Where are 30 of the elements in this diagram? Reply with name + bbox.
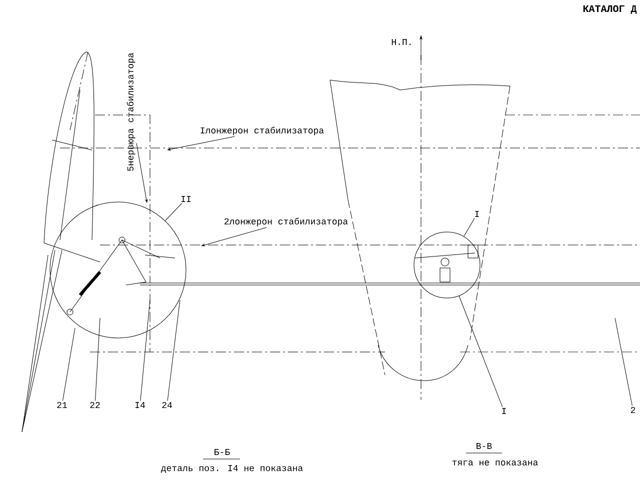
detail-circle [414, 232, 480, 298]
callout-label: 24 [162, 402, 172, 408]
callout-label: Iлонжерон стабилизатора [200, 126, 324, 136]
callout-label: I [502, 408, 506, 414]
note-text: В-В [476, 443, 492, 449]
note-text: тяга не показана [452, 460, 538, 466]
leader-line [95, 318, 100, 401]
leader-line [458, 296, 503, 408]
leader-line [140, 300, 150, 402]
note-text: Н.П. [392, 39, 411, 45]
detail-circle [50, 202, 186, 338]
leader-line [614, 318, 632, 406]
callout-label: 2лонжерон стабилизатора [224, 218, 348, 226]
callout-label: II [182, 196, 190, 202]
leader-line [167, 300, 180, 401]
note-text: деталь поз. I4 не показана [160, 465, 303, 473]
leader-line [62, 328, 76, 401]
callout-label: I [475, 211, 479, 217]
callout-label: 5нервюра стабилизатора [126, 52, 136, 171]
leader-line [164, 202, 182, 221]
leader-line [136, 142, 148, 203]
callout-label: 22 [90, 402, 100, 408]
callout-label: 2 [630, 407, 636, 414]
note-text: КАТАЛОГ Д [583, 5, 637, 14]
note-text: Б-Б [214, 449, 230, 455]
callout-label: 21 [57, 402, 67, 408]
callout-label: I4 [136, 402, 145, 408]
leader-line [167, 136, 235, 151]
leader-line [464, 218, 475, 237]
leader-line [201, 227, 267, 246]
